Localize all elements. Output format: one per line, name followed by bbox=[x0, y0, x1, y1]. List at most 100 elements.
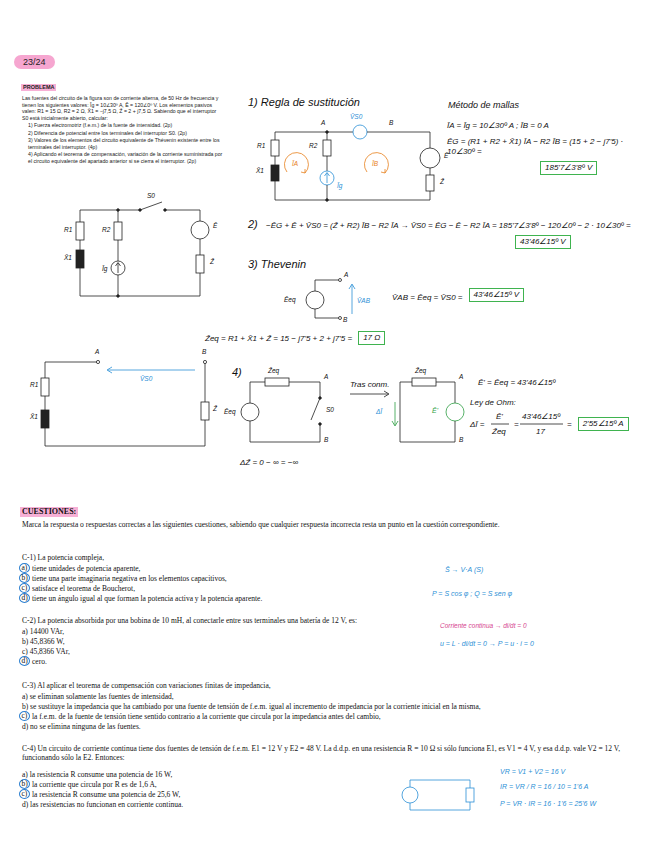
wire bbox=[118, 240, 119, 261]
blue-annotation: V̄S0 bbox=[350, 113, 362, 121]
resistor-symbol bbox=[41, 378, 49, 396]
node-text: c) bbox=[22, 712, 28, 720]
handwritten-equation: Ē' = Ēeq = 43'46∠15º bbox=[478, 378, 555, 388]
substitution-circuit bbox=[271, 125, 440, 201]
question-text: satisface el teorema de Boucherot, bbox=[32, 584, 135, 593]
method-heading: Método de mallas bbox=[448, 100, 519, 111]
wire bbox=[80, 268, 200, 296]
wire bbox=[400, 382, 412, 383]
circled-answer: b) bbox=[19, 573, 30, 583]
node-text: 17 Ω bbox=[363, 333, 380, 343]
component-label: X̄1 bbox=[64, 254, 72, 262]
voltage-source-symbol bbox=[306, 291, 324, 309]
impedance-symbol bbox=[265, 378, 289, 386]
node-text: b) bbox=[22, 780, 28, 788]
node-text: c) bbox=[22, 584, 28, 592]
blue-annotation: V̄AB bbox=[357, 297, 370, 305]
question-text: C-4) Un circuito de corriente continua t… bbox=[22, 744, 622, 763]
question-text: tiene unidades de potencia aparente, bbox=[32, 564, 141, 573]
wire bbox=[327, 156, 328, 171]
question-text: a) la resistencia R consume una potencia… bbox=[22, 770, 172, 779]
question-text: la f.e.m. de la fuente de tensión tiene … bbox=[32, 712, 381, 721]
current-source-symbol bbox=[111, 261, 125, 275]
handwritten-note: P = S cos φ ; Q = S sen φ bbox=[432, 590, 512, 599]
handwritten-equation: ΔĪ = bbox=[470, 420, 484, 430]
handwritten-equation: ΔZ̄ = 0 − ∞ = −∞ bbox=[240, 458, 298, 468]
voltage-arrow bbox=[349, 284, 355, 314]
question-text: la resistencia R consume una potencia de… bbox=[32, 790, 180, 799]
component-label: B bbox=[324, 436, 328, 444]
voltage-source-symbol bbox=[402, 787, 418, 803]
current-arrow bbox=[392, 402, 398, 426]
mesh-arrow bbox=[364, 153, 388, 173]
component-label: X̄1 bbox=[256, 167, 264, 175]
component-label: Ēeq bbox=[284, 296, 296, 304]
handwritten-note: IR = VR / R = 16 / 10 = 1'6 A bbox=[500, 783, 588, 792]
component-label: B bbox=[343, 316, 347, 324]
circled-answer: a) bbox=[19, 563, 30, 573]
component-label: Z̄ bbox=[210, 258, 214, 266]
question-text: a) se eliminan solamente las fuentes de … bbox=[22, 692, 174, 701]
thevenin-impedance-circuit bbox=[41, 360, 209, 446]
resistor-symbol bbox=[76, 222, 84, 240]
node-text: CUESTIONES: bbox=[22, 507, 76, 517]
component-label: S0 bbox=[147, 192, 155, 200]
wire bbox=[45, 396, 46, 410]
answer-box: 43'46∠15º V bbox=[515, 235, 571, 249]
component-label: Z̄eq bbox=[268, 367, 279, 375]
question-text: b) se sustituye la impedancia que ha cam… bbox=[22, 702, 481, 711]
voltage-source-symbol bbox=[191, 221, 209, 239]
voltage-source-symbol bbox=[420, 148, 440, 168]
highlight-heading: CUESTIONES: bbox=[20, 507, 78, 517]
question-text: la corriente que circula por R es de 1,6… bbox=[32, 780, 157, 789]
source-label: Ē' bbox=[432, 407, 438, 416]
handwritten-equation: ĒG = (R1 + R2 + X̄1) ĪA − R2 ĪB = (15 + … bbox=[447, 137, 647, 157]
component-label: R1 bbox=[257, 142, 265, 150]
terminal bbox=[203, 360, 206, 363]
voltage-arrow bbox=[107, 367, 195, 373]
handwritten-equation: −ĒG + Ē + V̄S0 = (Z̄ + R2) ĪB − R2 ĪA → … bbox=[266, 221, 641, 231]
wire bbox=[315, 280, 340, 291]
year-badge: 23/24 bbox=[14, 55, 55, 69]
handwritten-equation: Z̄eq = R1 + X̄1 + Z̄ = 15 − j7'5 + 2 + j… bbox=[205, 334, 352, 344]
resistor-symbol bbox=[466, 788, 474, 802]
wire bbox=[275, 132, 353, 140]
terminal bbox=[339, 279, 342, 282]
current-source-symbol bbox=[320, 171, 334, 185]
problem-text: 1) Fuerza electromotriz (f.e.m.) de la f… bbox=[28, 122, 223, 129]
wire bbox=[45, 420, 205, 446]
handwritten-equation: V̄AB = Ēeq = V̄S0 = bbox=[392, 293, 463, 303]
handwritten-equation: 43'46∠15º bbox=[522, 412, 560, 422]
switch-blade bbox=[311, 398, 320, 420]
question-text: d) las resistencias no funcionan en corr… bbox=[22, 800, 183, 809]
resistor-symbol bbox=[323, 140, 331, 156]
node-text: d) bbox=[22, 594, 28, 602]
handwritten-note: u = L · di/dt = 0 → P = u · i = 0 bbox=[440, 640, 534, 649]
junction-dot bbox=[326, 199, 329, 202]
circled-answer: d) bbox=[19, 593, 30, 603]
section-heading: 4) bbox=[232, 366, 242, 380]
question-text: tiene una parte imaginaria negativa en l… bbox=[32, 574, 227, 583]
component-label: A bbox=[321, 119, 325, 127]
question-text: cero. bbox=[32, 657, 47, 666]
source-arrow bbox=[325, 173, 330, 184]
component-label: R2 bbox=[102, 226, 110, 234]
component-label: R2 bbox=[309, 142, 317, 150]
voltage-source-symbol bbox=[446, 403, 464, 421]
wire bbox=[275, 156, 276, 165]
blue-annotation: Īg bbox=[337, 182, 342, 190]
handwritten-equation: ĪA = Īg = 10∠30º A ; ĪB = 0 A bbox=[447, 121, 549, 131]
handwritten-note: VR = V1 + V2 = 16 V bbox=[500, 768, 565, 777]
wire bbox=[315, 309, 340, 318]
answer-box: 43'46∠15º V bbox=[469, 288, 525, 302]
wire bbox=[430, 168, 431, 175]
node-text: 43'46∠15º V bbox=[520, 237, 566, 247]
wire bbox=[250, 382, 265, 403]
node-text: d) bbox=[22, 657, 28, 665]
wire bbox=[327, 185, 328, 200]
question-text: d) no se elimina ninguna de las fuentes. bbox=[22, 722, 141, 731]
resistor-symbol bbox=[114, 222, 122, 240]
question-text: c) 45,8366 VAr, bbox=[22, 647, 70, 656]
node-text: b) bbox=[22, 574, 28, 582]
